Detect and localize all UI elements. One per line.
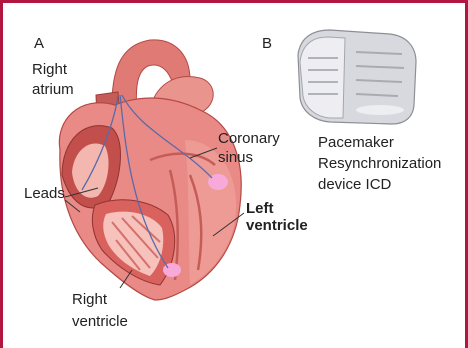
label-coronary-sinus-line1: Coronary xyxy=(218,129,280,148)
heart-illustration xyxy=(59,40,244,300)
label-right-ventricle-line2: ventricle xyxy=(72,312,128,331)
label-right-atrium-line2: atrium xyxy=(32,80,74,99)
device-shine xyxy=(356,105,404,115)
panel-label-a: A xyxy=(34,34,44,53)
label-right-ventricle-line1: Right xyxy=(72,290,107,309)
label-leads: Leads xyxy=(24,184,65,203)
label-right-atrium-line1: Right xyxy=(32,60,67,79)
device-caption-line1: Pacemaker xyxy=(318,133,394,152)
label-coronary-sinus-line2: sinus xyxy=(218,148,253,167)
device-caption-line3: device ICD xyxy=(318,175,391,194)
icd-device-illustration xyxy=(298,30,416,124)
panel-label-b: B xyxy=(262,34,272,53)
device-header xyxy=(300,37,345,118)
device-caption-line2: Resynchronization xyxy=(318,154,441,173)
label-left-ventricle-line2: ventricle xyxy=(246,216,308,235)
